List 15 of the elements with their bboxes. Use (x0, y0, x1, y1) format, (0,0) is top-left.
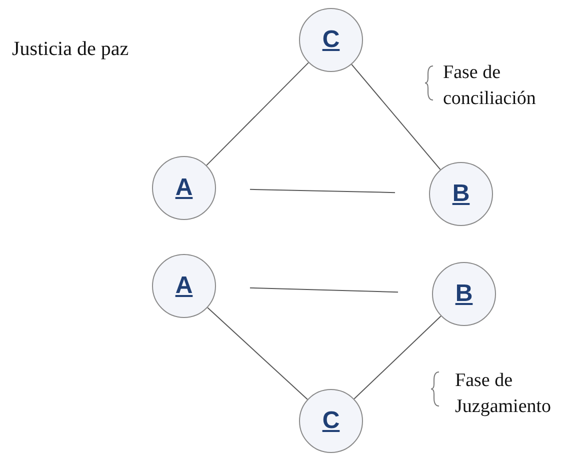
connector-line (351, 64, 441, 170)
node-letter: C (322, 25, 340, 55)
node-letter: B (455, 279, 473, 309)
phase-label: Fase de conciliación (443, 61, 537, 111)
connector-line (207, 307, 308, 400)
connector-line (206, 62, 309, 166)
node-letter: A (175, 173, 193, 203)
connector-line (249, 287, 399, 293)
connector-line (354, 316, 442, 400)
connector-line (249, 188, 396, 194)
node-letter: A (175, 271, 193, 301)
phase-label: Fase de Juzgamiento (455, 369, 552, 419)
title: Justicia de paz (12, 37, 129, 62)
node-letter: B (452, 179, 470, 209)
node-letter: C (322, 406, 340, 436)
